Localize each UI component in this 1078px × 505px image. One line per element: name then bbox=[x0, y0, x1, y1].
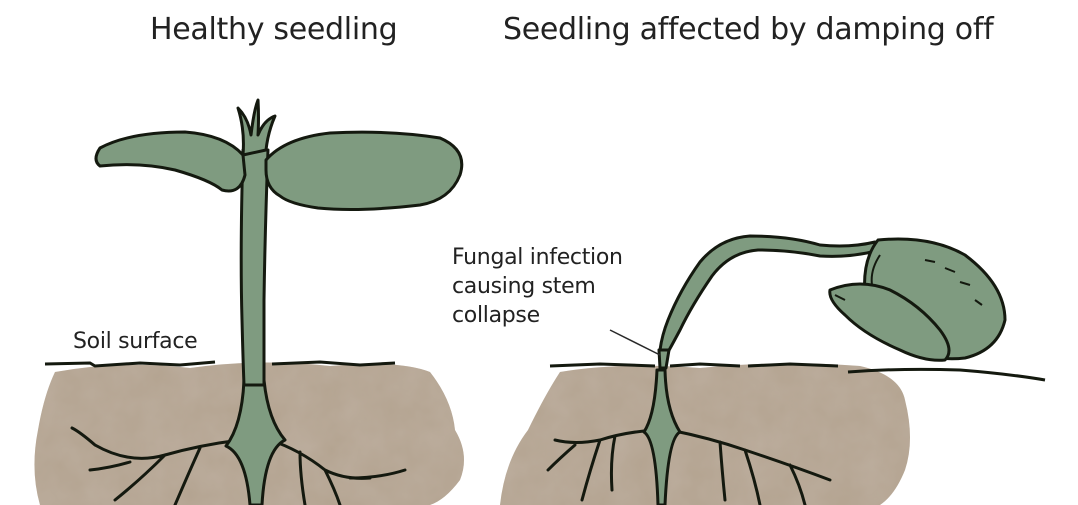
soil-surface-label: Soil surface bbox=[73, 329, 197, 354]
fungal-infection-label: Fungal infection causing stem collapse bbox=[452, 243, 623, 330]
heading-healthy-seedling: Healthy seedling bbox=[150, 12, 397, 47]
fungal-infection-label-line-1: Fungal infection bbox=[452, 243, 623, 272]
infection-leader-line bbox=[610, 330, 660, 355]
cotyledon-left-healthy bbox=[96, 132, 245, 191]
heading-damping-off-seedling: Seedling affected by damping off bbox=[503, 12, 993, 47]
growing-tip bbox=[238, 100, 275, 155]
cotyledon-right-healthy bbox=[266, 132, 462, 209]
soil-block-right bbox=[500, 363, 910, 505]
fungal-infection-label-line-2: causing stem bbox=[452, 272, 623, 301]
fungal-infection-label-line-3: collapse bbox=[452, 301, 623, 330]
stem-healthy bbox=[241, 150, 268, 385]
healthy-seedling bbox=[34, 100, 464, 505]
